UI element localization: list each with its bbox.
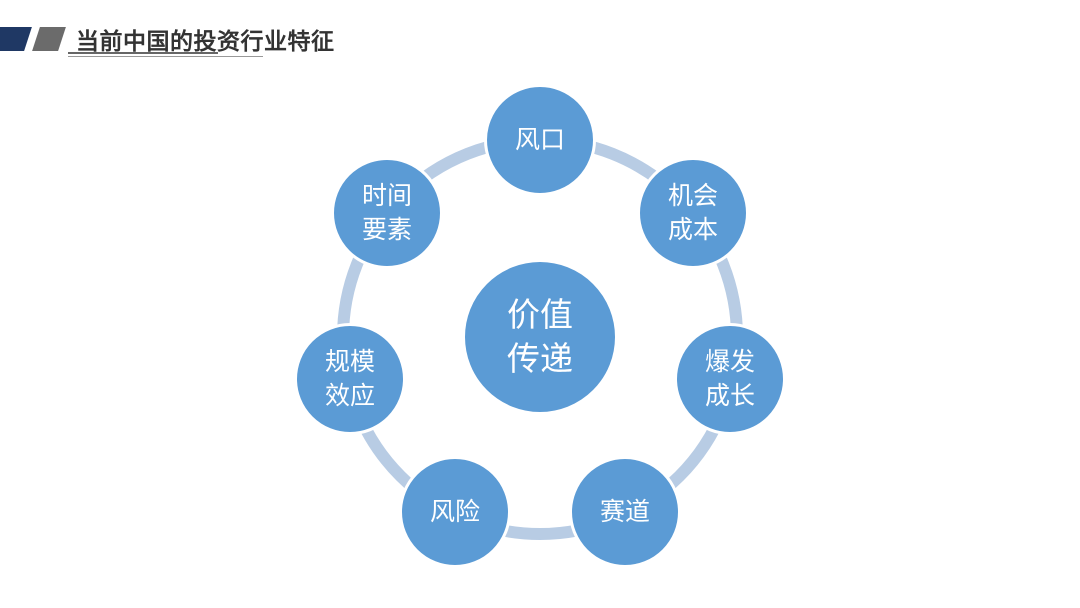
cycle-node: 赛道 xyxy=(569,456,681,568)
node-label: 机会 成本 xyxy=(667,181,718,244)
center-node: 价值 传递 xyxy=(462,259,618,415)
node-label: 风险 xyxy=(429,497,480,526)
page-title: 当前中国的投资行业特征 xyxy=(76,29,335,55)
cycle-node: 时间 要素 xyxy=(331,157,443,269)
title-underline xyxy=(68,52,218,54)
node-label: 规模 效应 xyxy=(324,347,375,410)
cycle-node: 爆发 成长 xyxy=(674,323,786,435)
cycle-node: 机会 成本 xyxy=(637,157,749,269)
node-label: 赛道 xyxy=(599,497,650,526)
node-label: 风口 xyxy=(514,125,565,154)
node-label: 时间 要素 xyxy=(361,181,412,244)
cycle-node: 规模 效应 xyxy=(294,323,406,435)
cycle-node: 风口 xyxy=(484,84,596,196)
node-label: 爆发 成长 xyxy=(704,347,755,410)
cycle-node: 风险 xyxy=(399,456,511,568)
title-underline-thin xyxy=(68,56,263,57)
center-label: 价值 传递 xyxy=(507,295,573,378)
